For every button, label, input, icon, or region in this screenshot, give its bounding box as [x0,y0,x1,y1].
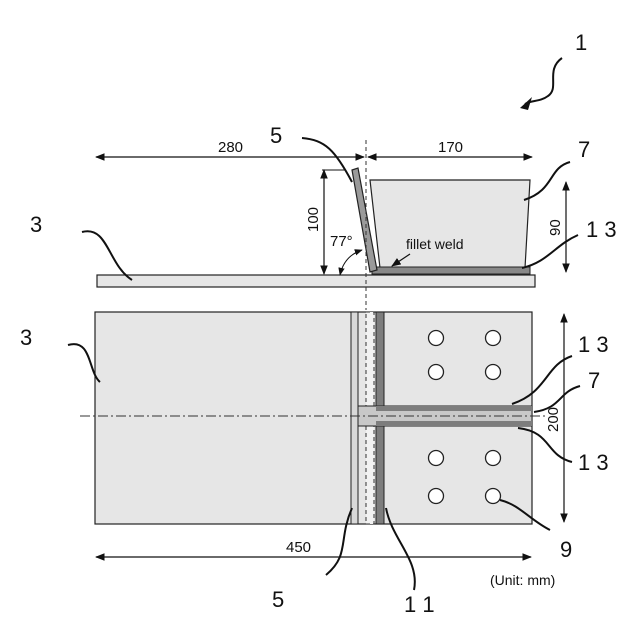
bolt-hole [486,489,501,504]
web-strip-plan [351,312,358,524]
label-13-top: 1 3 [586,217,617,242]
label-9: 9 [560,537,572,562]
weld-strip-lower [376,421,532,426]
unit-note: (Unit: mm) [490,572,555,588]
dim-90: 90 [547,219,564,236]
label-13-bottom-upper: 1 3 [578,332,609,357]
leader-7-top [524,162,570,200]
dim-200: 200 [545,407,562,432]
label-7-bottom: 7 [588,368,600,393]
dim-450: 450 [286,539,311,556]
label-3-bottom: 3 [20,325,32,350]
angle-77: 77° [330,233,353,250]
label-5-top: 5 [270,123,282,148]
bolt-hole [486,331,501,346]
figure-leader-line [525,58,562,104]
bolt-hole [486,365,501,380]
flange-plate-side [370,180,530,268]
dim-170: 170 [438,139,463,156]
leader-3-top [82,231,132,280]
angle-arc [340,250,362,275]
figure-arrowhead [520,97,532,110]
weld-strip-upper [376,406,532,411]
label-11: 1 1 [404,592,435,617]
fillet-weld-note: fillet weld [406,236,464,252]
bolt-hole [429,451,444,466]
label-5-bottom: 5 [272,587,284,612]
bolt-hole [429,331,444,346]
label-7-top: 7 [578,137,590,162]
leader-13-top [522,235,578,268]
bolt-hole [429,365,444,380]
label-13-bottom-lower: 1 3 [578,450,609,475]
figure-number: 1 [575,30,587,55]
bolt-hole [486,451,501,466]
label-3-top: 3 [30,212,42,237]
leader-5-top [302,138,352,182]
base-plate-side [97,275,535,287]
bolt-hole [429,489,444,504]
dim-100: 100 [305,207,322,232]
dim-280: 280 [218,139,243,156]
fillet-weld-strip [372,267,530,274]
